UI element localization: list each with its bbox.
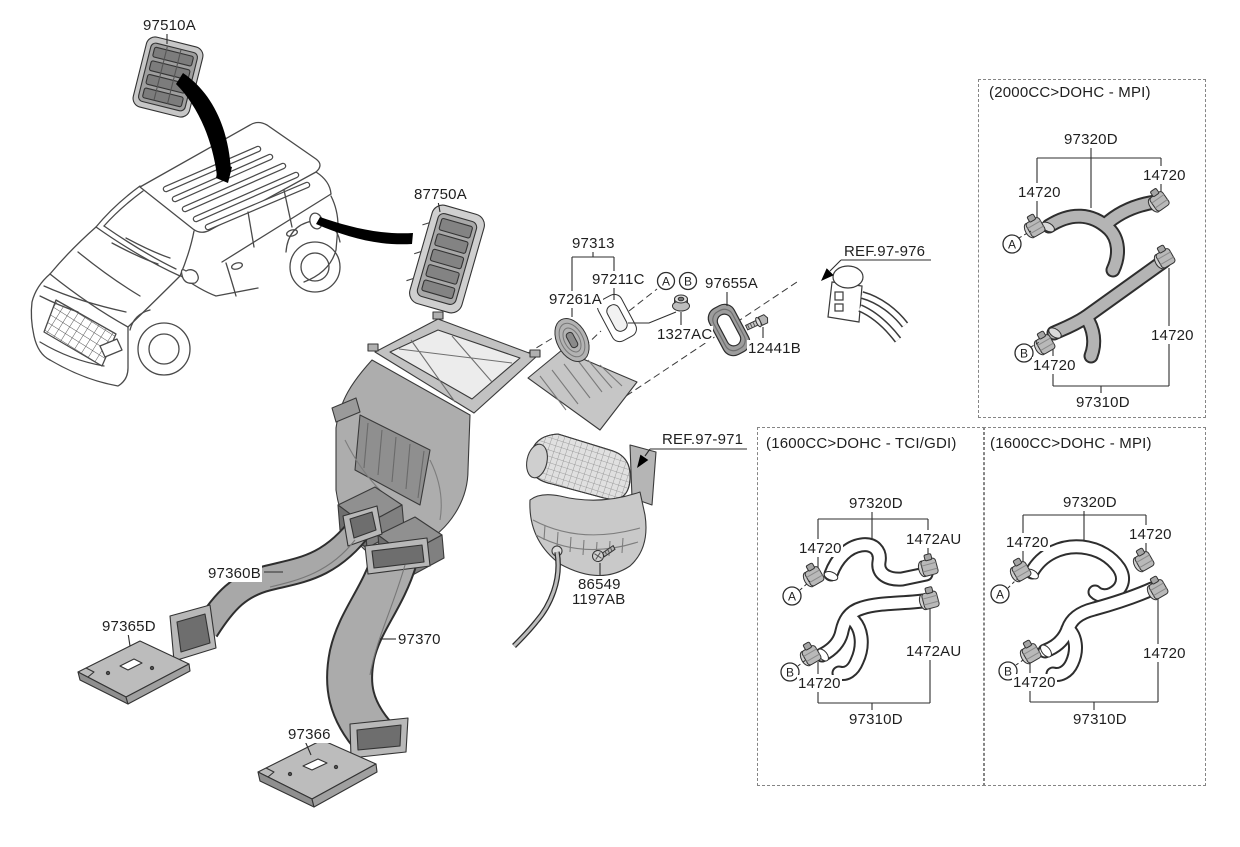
part-label-1197ab: 1197AB: [571, 591, 627, 609]
rear-heating-ducts: [169, 505, 431, 759]
tapping-screw-icon: [744, 314, 769, 331]
car-illustration: [30, 121, 341, 387]
point-b-letter: B: [1004, 665, 1012, 679]
duct-seal-part: [554, 318, 590, 362]
part-label-14720: 14720: [1017, 184, 1062, 202]
connection-point-markers: A B: [656, 271, 698, 291]
variant-title: (2000CC>DOHC - MPI): [989, 84, 1151, 101]
roof-vent-grille-part: [132, 36, 204, 118]
part-label-87750a: 87750A: [413, 186, 468, 204]
heater-hose-lower: [1046, 253, 1172, 364]
part-label-97261a: 97261A: [548, 291, 603, 309]
part-label-1472au: 1472AU: [905, 643, 963, 661]
nut-icon: [672, 294, 690, 312]
part-label-1472au: 1472AU: [905, 531, 963, 549]
connection-point-markers: A B: [1002, 230, 1042, 363]
part-label-12441b: 12441B: [747, 340, 802, 358]
point-b-letter: B: [1020, 347, 1028, 361]
part-label-14720: 14720: [1150, 327, 1195, 345]
point-a-letter: A: [996, 588, 1004, 602]
heater-hose-lower: [1037, 581, 1160, 682]
part-label-97360b: 97360B: [207, 565, 262, 583]
point-b-letter: B: [684, 275, 692, 289]
part-label-97320d: 97320D: [848, 495, 904, 513]
variant-box-1600cc-tci-gdi: A B (1600CC>DOHC - TCI/GDI) 97320D 14720…: [757, 427, 985, 786]
hose-clamp-icon: [1128, 545, 1156, 575]
hose-clamp-icon: [1005, 555, 1033, 585]
part-label-97310d: 97310D: [848, 711, 904, 729]
heater-hose-upper: [823, 537, 934, 587]
part-label-97365d: 97365D: [101, 618, 157, 636]
part-label-97211c: 97211C: [591, 271, 646, 289]
hose-clamp-icon: [1015, 637, 1043, 667]
point-a-letter: A: [662, 275, 670, 289]
part-label-14720: 14720: [1142, 167, 1187, 185]
quarter-vent-part: [406, 204, 485, 314]
connection-point-markers: A B: [780, 580, 811, 682]
part-label-14720: 14720: [1128, 526, 1173, 544]
part-label-14720: 14720: [1142, 645, 1187, 663]
part-label-1327ac: 1327AC: [656, 326, 714, 344]
blower-bolt-icon: [592, 544, 616, 562]
part-label-97313: 97313: [571, 235, 616, 253]
heater-pipes-ref-part: [827, 265, 909, 343]
part-label-97370: 97370: [397, 631, 442, 649]
part-label-97320d: 97320D: [1063, 131, 1119, 149]
part-label-97310d: 97310D: [1072, 711, 1128, 729]
part-label-97655a: 97655A: [704, 275, 759, 293]
ref-label-97-971: REF.97-971: [662, 431, 744, 448]
heater-hose-upper: [1024, 539, 1130, 604]
variant-box-1600cc-tci-art: A B: [780, 509, 941, 710]
part-label-14720: 14720: [1032, 357, 1077, 375]
heater-hose-lower: [814, 592, 938, 681]
part-label-86549: 86549: [577, 576, 622, 594]
ref-label-97-976: REF.97-976: [844, 243, 926, 260]
grommet-part: [707, 303, 751, 357]
point-a-letter: A: [1008, 238, 1016, 252]
roof-vent-arrow: [176, 73, 231, 176]
rear-duct-cover-left-part: [77, 640, 191, 705]
ref-heater-arrowhead: [637, 454, 649, 468]
point-b-letter: B: [786, 666, 794, 680]
variant-title: (1600CC>DOHC - TCI/GDI): [766, 435, 957, 452]
ref-pipes-arrowhead: [821, 268, 834, 281]
part-label-14720: 14720: [797, 675, 842, 693]
part-label-97510a: 97510A: [142, 17, 197, 35]
quarter-vent-arrow: [316, 217, 413, 245]
hose-clamp-icon: [1019, 211, 1047, 241]
heater-hose-upper: [1041, 194, 1163, 278]
connection-point-markers: A B: [990, 578, 1027, 681]
part-label-97310d: 97310D: [1075, 394, 1131, 412]
variant-box-2000cc-mpi: A B (2000CC>DOHC - MPI) 97320D 14720 147…: [978, 79, 1206, 418]
roof-vent-arrow-tip: [216, 163, 232, 183]
rear-duct-cover-right-part: [257, 739, 378, 808]
hose-clamp-icon: [798, 560, 826, 590]
part-label-14720: 14720: [1005, 534, 1050, 552]
variant-box-1600cc-mpi: A B (1600CC>DOHC - MPI) 97320D 14720 147…: [983, 427, 1206, 786]
duct-plate-part: [597, 293, 637, 343]
variant-box-1600cc-mpi-art: A B: [990, 508, 1170, 710]
variant-title: (1600CC>DOHC - MPI): [990, 435, 1152, 452]
variant-box-2000cc-art: A B: [1002, 147, 1177, 393]
part-label-14720: 14720: [1012, 674, 1057, 692]
leader-lines: [127, 31, 931, 756]
part-label-97366: 97366: [287, 726, 332, 744]
point-a-letter: A: [788, 590, 796, 604]
part-label-14720: 14720: [798, 540, 843, 558]
part-label-97320d: 97320D: [1062, 494, 1118, 512]
